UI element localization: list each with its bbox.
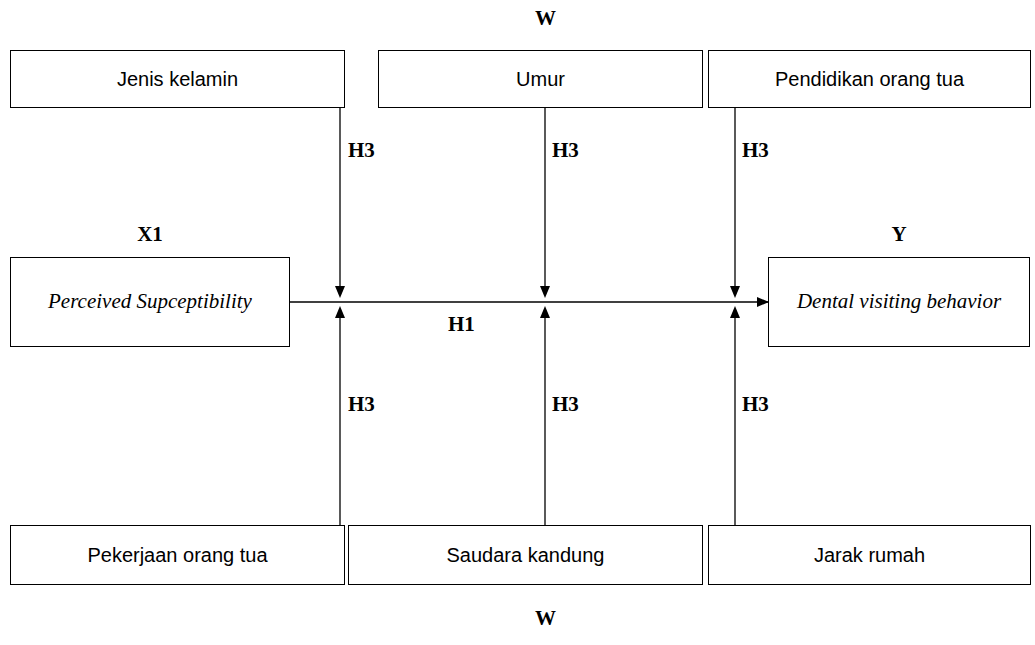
hypothesis-label: H3 <box>552 392 579 417</box>
box-text: Jenis kelamin <box>109 63 246 95</box>
moderator-box: Jenis kelamin <box>10 50 345 108</box>
moderator-box: Pekerjaan orang tua <box>10 525 345 585</box>
hypothesis-label: H3 <box>552 138 579 163</box>
variable-code: X1 <box>11 222 289 247</box>
hypothesis-label: H3 <box>348 392 375 417</box>
box-text: Jarak rumah <box>806 539 933 571</box>
hypothesis-label: H3 <box>348 138 375 163</box>
variable-box: X1Perceived Supceptibility <box>10 257 290 347</box>
box-text: Pendidikan orang tua <box>767 63 972 95</box>
box-text: Umur <box>508 63 573 95</box>
moderator-box: Pendidikan orang tua <box>708 50 1031 108</box>
moderator-tag: W <box>535 6 556 31</box>
hypothesis-label: H3 <box>742 138 769 163</box>
hypothesis-label: H1 <box>448 312 475 337</box>
moderator-box: Jarak rumah <box>708 525 1031 585</box>
moderator-box: Umur <box>378 50 703 108</box>
box-text: Saudara kandung <box>439 539 613 571</box>
variable-box: YDental visiting behavior <box>768 257 1030 347</box>
box-text: Pekerjaan orang tua <box>79 539 275 571</box>
moderator-tag: W <box>535 606 556 631</box>
box-text: Perceived Supceptibility <box>40 285 260 318</box>
variable-code: Y <box>769 222 1029 247</box>
moderator-box: Saudara kandung <box>348 525 703 585</box>
hypothesis-label: H3 <box>742 392 769 417</box>
effect-arrow <box>290 301 768 302</box>
box-text: Dental visiting behavior <box>789 285 1009 318</box>
